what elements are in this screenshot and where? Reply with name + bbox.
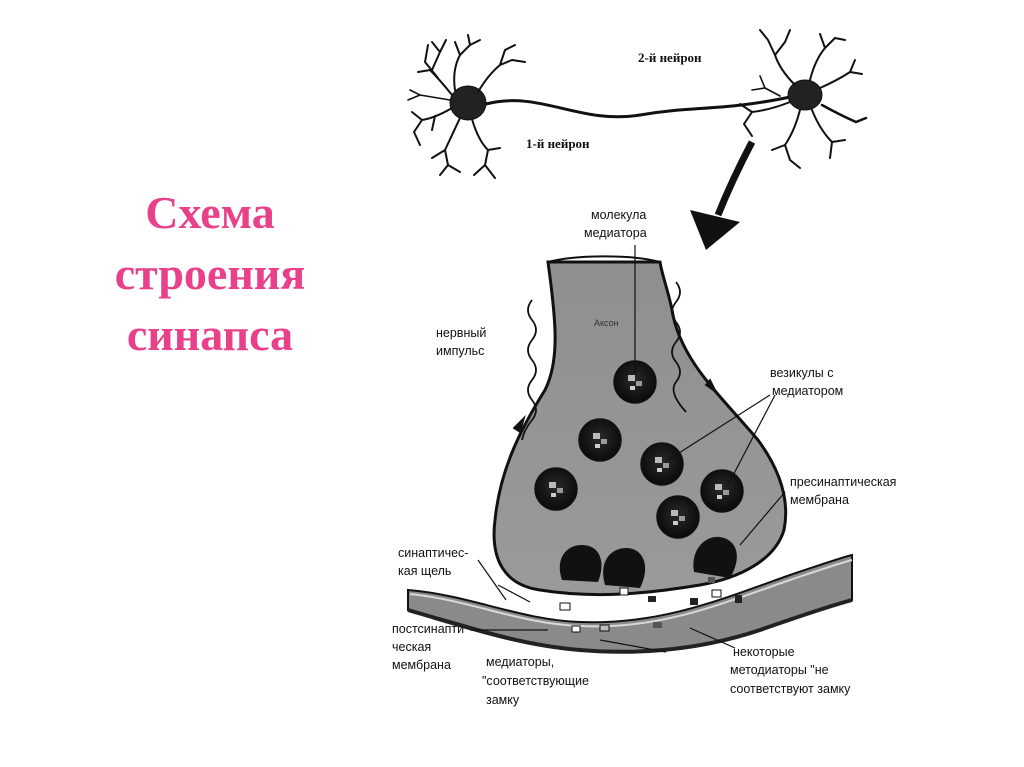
label-mediator-molecule-1: молекула [591, 208, 646, 222]
label-mediators-fit-1: медиаторы, [486, 655, 554, 669]
vesicle [578, 418, 622, 462]
vesicle [613, 360, 657, 404]
slide-title: Схема строения синапса [70, 182, 350, 365]
label-nerve-impulse-1: нервный [436, 326, 486, 340]
presynaptic-terminal [492, 255, 788, 597]
label-mediators-nofit-1: некоторые [733, 645, 795, 659]
label-mediators-fit-2: "соответствующие [482, 674, 589, 688]
label-vesicles-1: везикулы с [770, 366, 833, 380]
label-axon: Аксон [594, 318, 619, 328]
nerve-impulse-arrows [512, 281, 717, 441]
label-neuron-2: 2-й нейрон [638, 50, 702, 65]
vesicle [640, 442, 684, 486]
label-postsynaptic-3: мембрана [392, 658, 451, 672]
label-mediators-fit-3: замку [486, 693, 520, 707]
label-vesicles-2: медиатором [772, 384, 843, 398]
fusing-vesicle [559, 536, 737, 588]
zoom-arrow [690, 140, 756, 250]
vesicle [700, 469, 744, 513]
label-postsynaptic-2: ческая [392, 640, 431, 654]
title-line-3: синапса [126, 309, 294, 360]
released-mediators [559, 577, 742, 633]
label-cleft-1: синаптичес- [398, 546, 468, 560]
label-mediators-nofit-3: соответствуют замку [730, 682, 851, 696]
neuron-2 [739, 29, 868, 169]
label-nerve-impulse-2: импульс [436, 344, 484, 358]
synaptic-vesicles [534, 360, 744, 588]
label-presynaptic-1: пресинаптическая [790, 475, 896, 489]
label-postsynaptic-1: постсинапти [392, 622, 464, 636]
neuron-1 [407, 34, 797, 179]
postsynaptic-cell [407, 553, 853, 654]
title-line-2: строения [114, 248, 306, 299]
label-neuron-1: 1-й нейрон [526, 136, 590, 151]
label-mediator-molecule-2: медиатора [584, 226, 647, 240]
title-line-1: Схема [145, 187, 275, 238]
label-mediators-nofit-2: методиаторы "не [730, 663, 829, 677]
vesicle [656, 495, 700, 539]
vesicle [534, 467, 578, 511]
label-cleft-2: кая щель [398, 564, 451, 578]
label-presynaptic-2: мембрана [790, 493, 849, 507]
leader-lines [470, 245, 786, 653]
